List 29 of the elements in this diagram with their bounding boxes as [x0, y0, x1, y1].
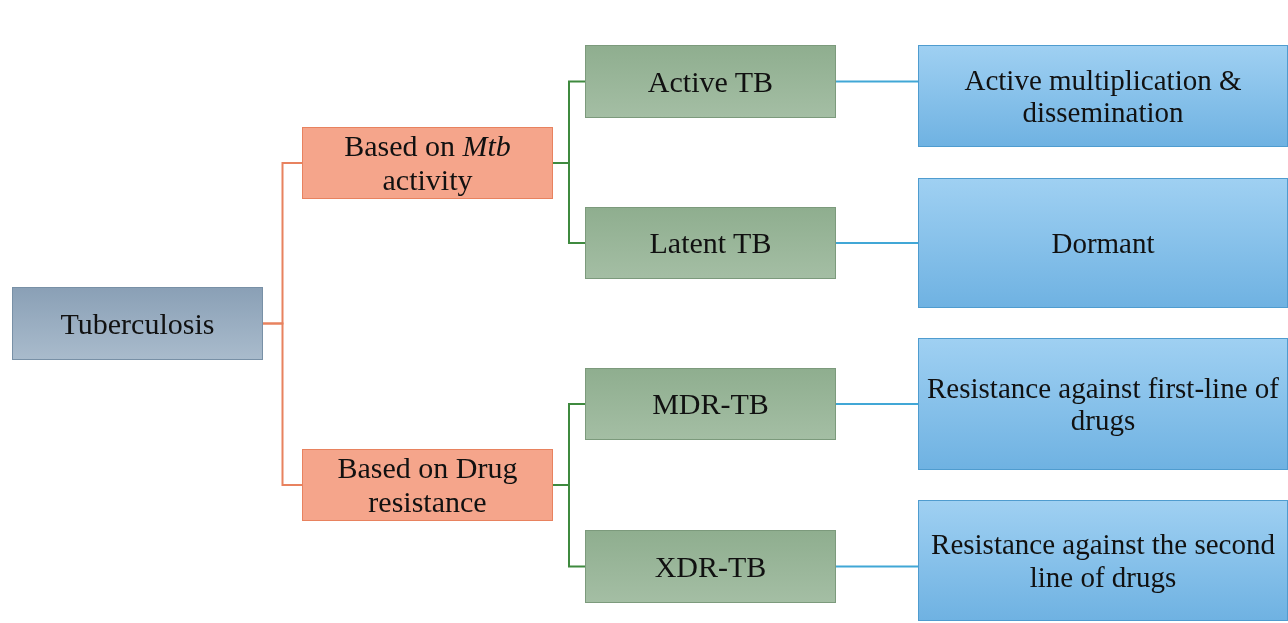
process-box — [302, 449, 553, 521]
connector-line — [552, 484, 586, 568]
box-label: MDR-TB — [652, 387, 769, 421]
box-label: Based on Drug resistance — [336, 451, 519, 519]
box-label: Latent TB — [649, 226, 772, 260]
box-label: Active TB — [647, 64, 774, 99]
process-box — [918, 338, 1288, 470]
connector-line — [835, 242, 919, 244]
box-label: Dormant — [1051, 226, 1155, 260]
process-box — [585, 207, 836, 279]
process-box — [302, 127, 553, 199]
connector-line — [835, 80, 919, 83]
process-box — [918, 500, 1288, 621]
box-label: Based on Mtb activity — [343, 129, 512, 197]
process-box — [585, 45, 836, 118]
connector-line — [835, 565, 919, 568]
connector-line — [552, 162, 586, 244]
box-label: Resistance against first-line of drugs — [926, 371, 1280, 437]
box-label: Active multiplication & dissemination — [963, 63, 1243, 129]
process-box — [585, 368, 836, 440]
box-label: Resistance against the second line of drugs — [930, 528, 1276, 593]
process-box — [918, 45, 1288, 147]
process-box — [12, 287, 263, 360]
process-box — [918, 178, 1288, 308]
process-box — [585, 530, 836, 603]
connector-line — [262, 322, 303, 486]
box-label: XDR-TB — [654, 549, 767, 584]
connector-line — [835, 403, 919, 405]
box-label: Tuberculosis — [60, 306, 215, 341]
